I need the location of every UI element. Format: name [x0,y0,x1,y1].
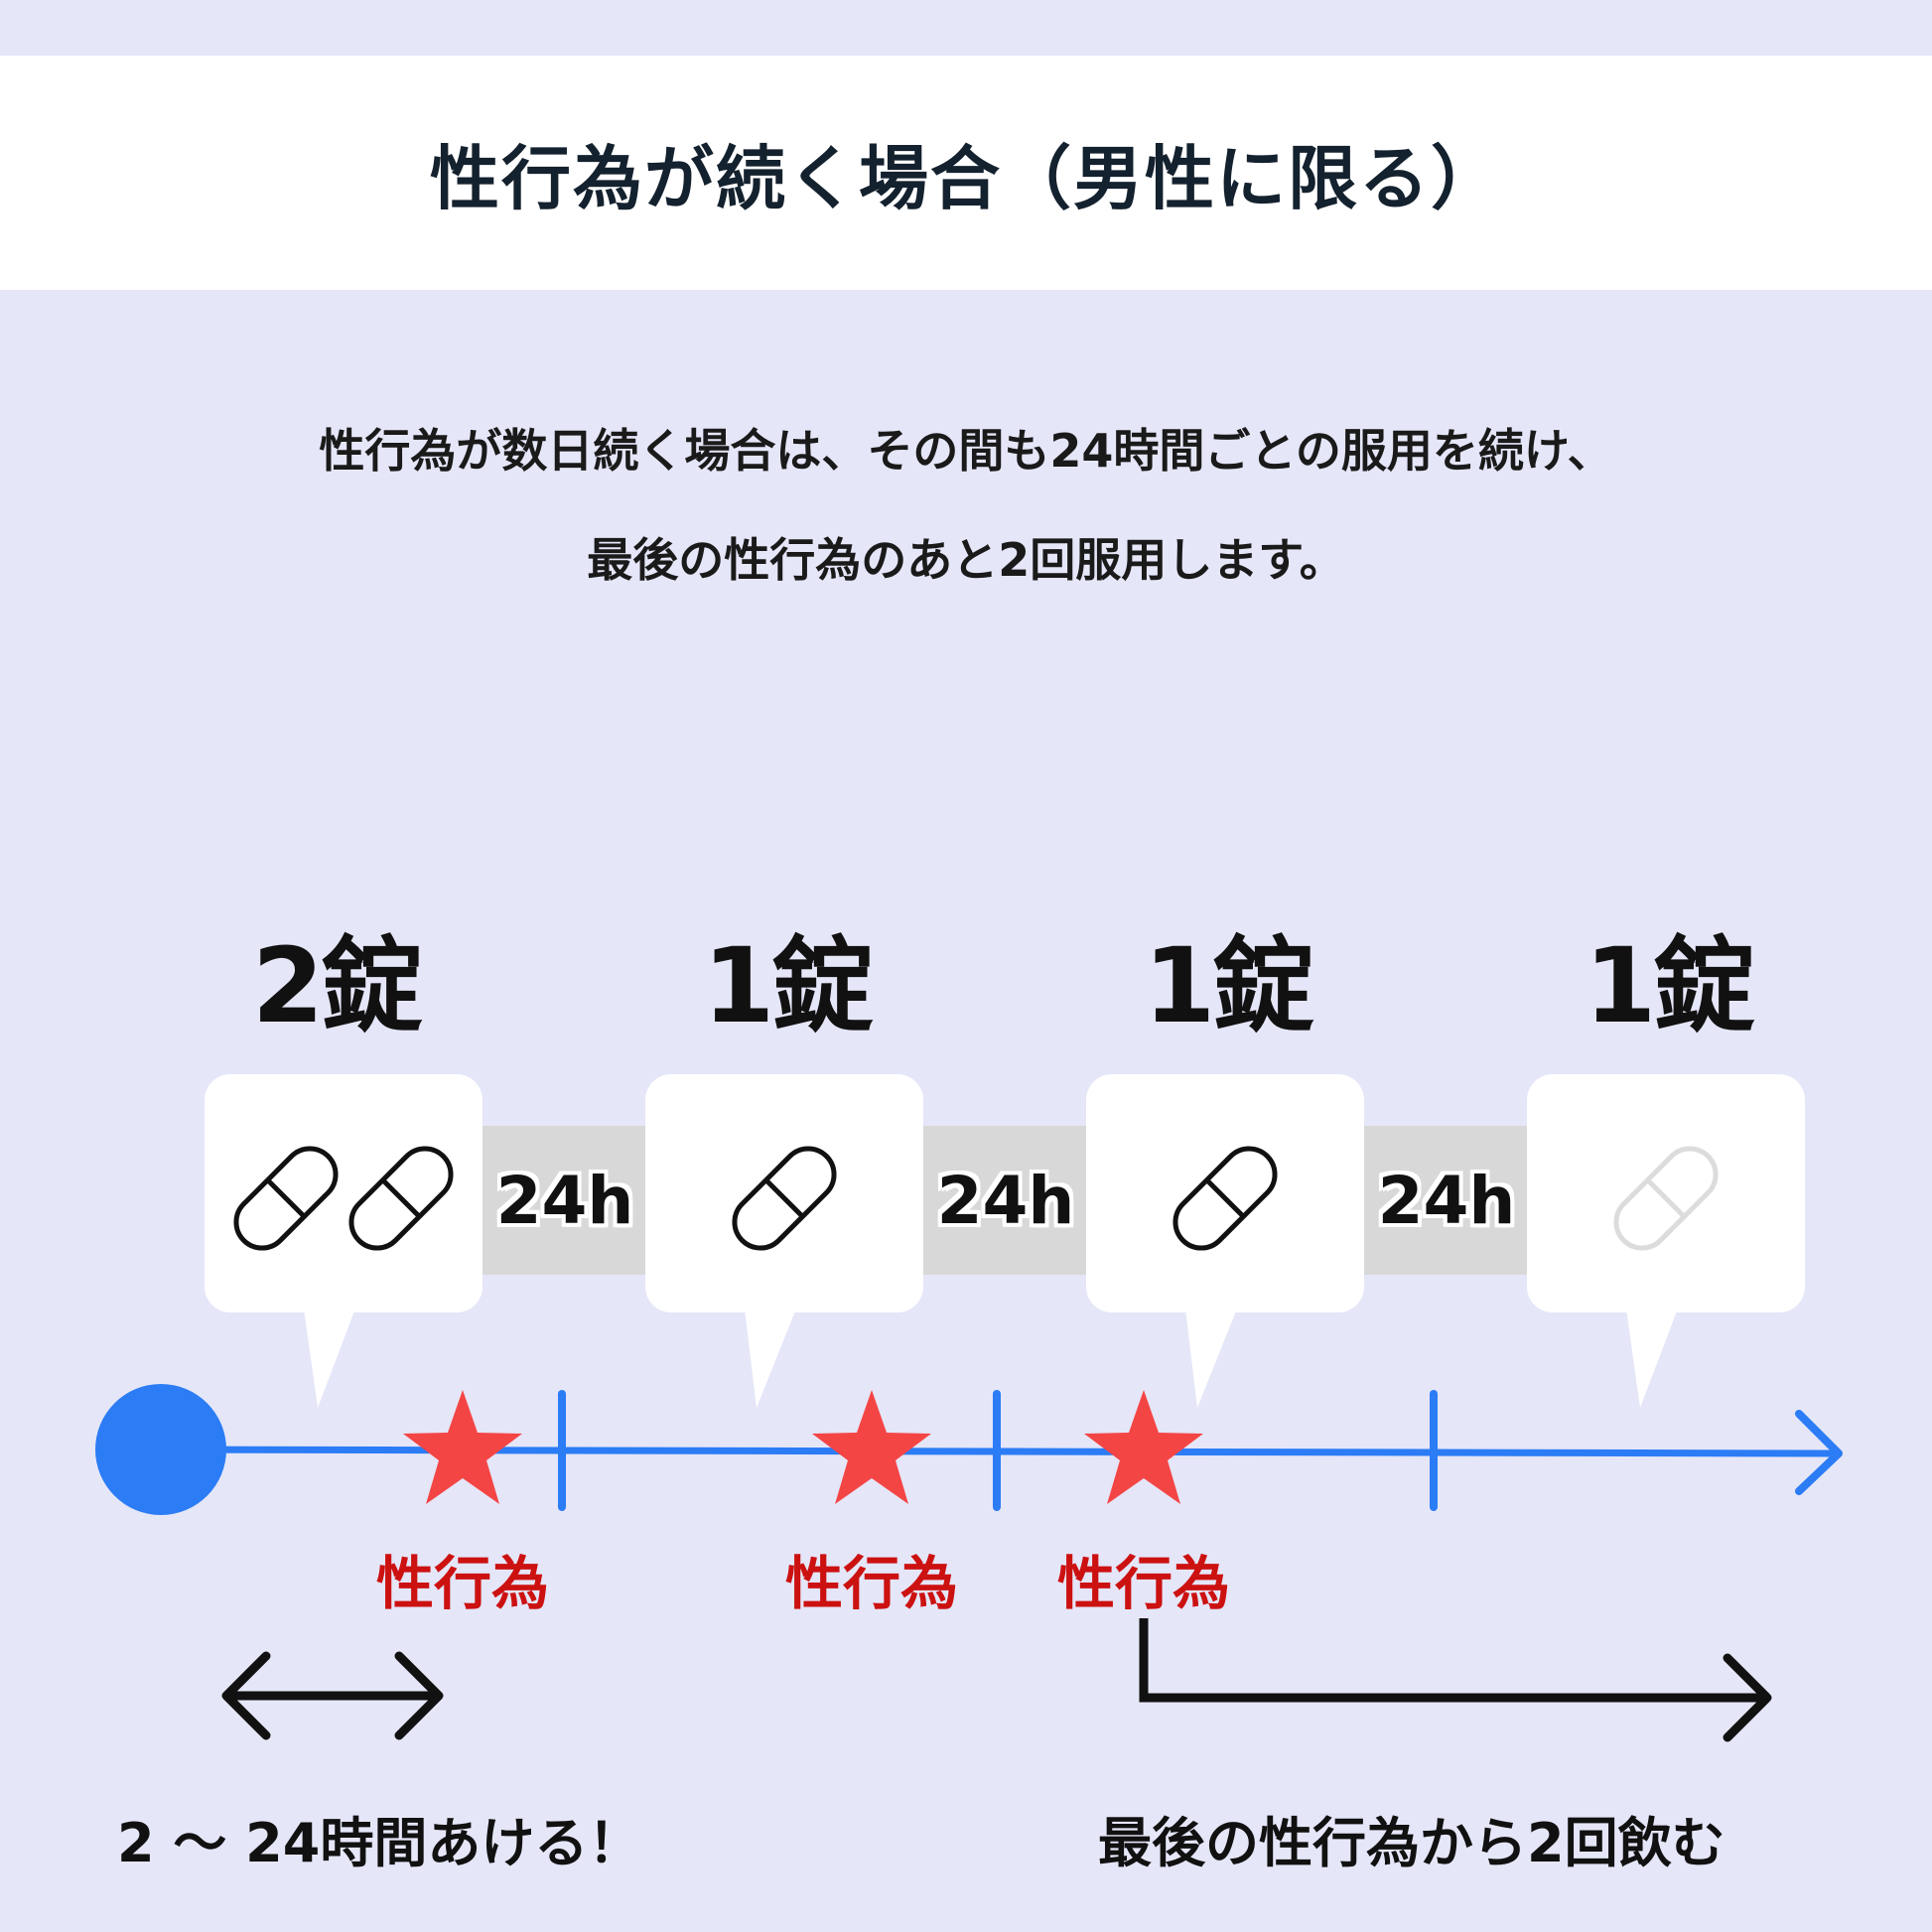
dose-label-1: 2錠 [251,925,423,1046]
bubble-tail-2 [745,1309,796,1408]
pill-card-3 [1086,1074,1364,1312]
arrow-right-icon [1723,1653,1772,1742]
pill-card-4 [1527,1074,1805,1312]
capsule-icon [732,1146,837,1251]
title-band: 性行為が続く場合（男性に限る） [0,56,1932,290]
interval-box-3: 24h [1362,1126,1531,1275]
bubble-tail-4 [1626,1309,1678,1408]
bubble-tail-3 [1185,1309,1237,1408]
page-title: 性行為が続く場合（男性に限る） [430,137,1502,219]
star-icon [1084,1390,1203,1504]
capsule-icon [233,1146,339,1251]
event-label-2: 性行為 [784,1550,958,1617]
capsule-icon [348,1146,454,1251]
event-label-3: 性行為 [1056,1550,1230,1617]
capsule-icon [1613,1146,1719,1251]
event-label-1: 性行為 [375,1550,549,1617]
pill-card-1 [205,1074,483,1312]
interval-label-2: 24h [936,1162,1075,1239]
dose-label-4: 1錠 [1584,925,1755,1046]
description-line-2: 最後の性行為のあと2回服用します。 [587,533,1345,587]
pill-card-2 [645,1074,923,1312]
dose-label-3: 1錠 [1143,925,1314,1046]
pill-pair [233,1146,454,1251]
interval-box-2: 24h [921,1126,1090,1275]
note-wait-interval: 2 ～ 24時間あける！ [117,1812,642,1874]
start-dot-icon [95,1384,226,1515]
description-line-1: 性行為が数日続く場合は、その間も24時間ごとの服用を続け、 [319,424,1613,478]
arrow-right-icon [394,1651,444,1740]
interval-label-3: 24h [1377,1162,1516,1239]
pill-single [1173,1146,1278,1251]
star-icon [403,1390,522,1504]
pill-single [732,1146,837,1251]
note-after-last: 最後の性行為から2回飲む [1098,1812,1725,1874]
capsule-icon [1173,1146,1278,1251]
arrow-left-icon [221,1651,271,1740]
pill-single-faded [1613,1146,1719,1251]
star-icon [812,1390,931,1504]
interval-box-1: 24h [481,1126,649,1275]
after-last-event-arrow [1139,1618,1765,1703]
bubble-tail-1 [304,1309,355,1408]
dose-label-2: 1錠 [702,925,874,1046]
arrow-right-icon [1795,1410,1843,1495]
interval-label-1: 24h [495,1162,634,1239]
